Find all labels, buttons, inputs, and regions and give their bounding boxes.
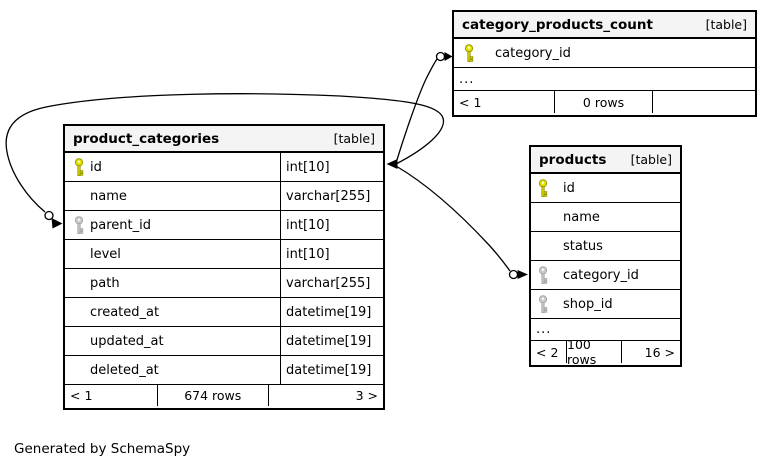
table-footer: < 1 674 rows 3 > — [65, 385, 383, 406]
column-type: int[10] — [280, 211, 383, 239]
generated-by-note: Generated by SchemaSpy — [14, 441, 191, 457]
footer-parents: < 1 — [65, 385, 158, 406]
arrowhead-icon — [517, 270, 528, 279]
table-header[interactable]: products [table] — [531, 147, 680, 174]
footer-rowcount: 0 rows — [555, 91, 653, 113]
arrowhead-icon — [51, 218, 63, 229]
column-row: category_id — [454, 39, 755, 68]
footer-rowcount: 674 rows — [158, 385, 269, 406]
column-type: varchar[255] — [280, 182, 383, 210]
table-type-label: [table] — [333, 131, 375, 146]
table-products[interactable]: products [table] id name status — [529, 145, 682, 367]
foreign-key-icon — [74, 216, 84, 234]
columns-ellipsis: ... — [454, 68, 755, 91]
column-row: id int[10] — [65, 153, 383, 182]
arrowhead-icon — [386, 159, 398, 169]
table-type-label: [table] — [705, 17, 747, 32]
columns-ellipsis: ... — [531, 319, 680, 341]
column-type: int[10] — [280, 240, 383, 268]
table-title: product_categories — [73, 130, 220, 147]
table-title: products — [539, 151, 607, 168]
column-type: datetime[19] — [280, 356, 383, 384]
column-row: id — [531, 174, 680, 203]
fk-endpoint-circle — [435, 51, 446, 62]
column-row: created_at datetime[19] — [65, 298, 383, 327]
table-product-categories[interactable]: product_categories [table] id int[10] na… — [63, 124, 385, 410]
column-type: datetime[19] — [280, 327, 383, 355]
column-row: updated_at datetime[19] — [65, 327, 383, 356]
column-name: level — [90, 246, 121, 262]
column-name: category_id — [563, 267, 639, 283]
column-name: name — [563, 209, 600, 225]
relationship-line-to-products-category-id — [395, 165, 511, 272]
footer-children — [653, 91, 755, 113]
column-name: name — [90, 188, 127, 204]
footer-parents: < 2 — [531, 341, 567, 363]
column-name: category_id — [495, 45, 571, 61]
column-name: path — [90, 275, 120, 291]
primary-key-icon — [74, 158, 84, 176]
column-row: name — [531, 203, 680, 232]
footer-children: 16 > — [644, 344, 675, 360]
column-name: parent_id — [90, 217, 151, 233]
table-footer: < 1 0 rows — [454, 91, 755, 113]
column-row: path varchar[255] — [65, 269, 383, 298]
column-row: shop_id — [531, 290, 680, 319]
relationship-line-to-category-products-count — [395, 58, 438, 164]
column-name: status — [563, 238, 603, 254]
column-row: deleted_at datetime[19] — [65, 356, 383, 385]
column-type: varchar[255] — [280, 269, 383, 297]
table-title: category_products_count — [462, 16, 653, 33]
table-header[interactable]: product_categories [table] — [65, 126, 383, 153]
column-name: shop_id — [563, 296, 613, 312]
column-row: parent_id int[10] — [65, 211, 383, 240]
column-type: datetime[19] — [280, 298, 383, 326]
column-name: updated_at — [90, 333, 164, 349]
column-name: deleted_at — [90, 362, 159, 378]
relationship-line-self-parent-id — [5, 93, 445, 213]
column-name: created_at — [90, 304, 160, 320]
column-row: level int[10] — [65, 240, 383, 269]
footer-parents: < 1 — [454, 91, 555, 113]
arrowhead-icon — [444, 52, 453, 61]
table-type-label: [table] — [630, 152, 672, 167]
foreign-key-icon — [538, 295, 548, 313]
fk-endpoint-circle — [508, 269, 519, 280]
footer-rowcount: 100 rows — [567, 337, 622, 367]
table-header[interactable]: category_products_count [table] — [454, 12, 755, 39]
table-category-products-count[interactable]: category_products_count [table] category… — [452, 10, 757, 117]
column-row: status — [531, 232, 680, 261]
table-footer: < 2 100 rows 16 > — [531, 337, 680, 367]
column-row: category_id — [531, 261, 680, 290]
primary-key-icon — [464, 44, 474, 62]
column-name: id — [90, 159, 102, 175]
footer-children: 3 > — [355, 388, 378, 403]
primary-key-icon — [538, 179, 548, 197]
column-name: id — [563, 180, 575, 196]
fk-endpoint-circle — [44, 210, 54, 221]
column-type: int[10] — [280, 153, 383, 181]
foreign-key-icon — [538, 266, 548, 284]
column-row: name varchar[255] — [65, 182, 383, 211]
